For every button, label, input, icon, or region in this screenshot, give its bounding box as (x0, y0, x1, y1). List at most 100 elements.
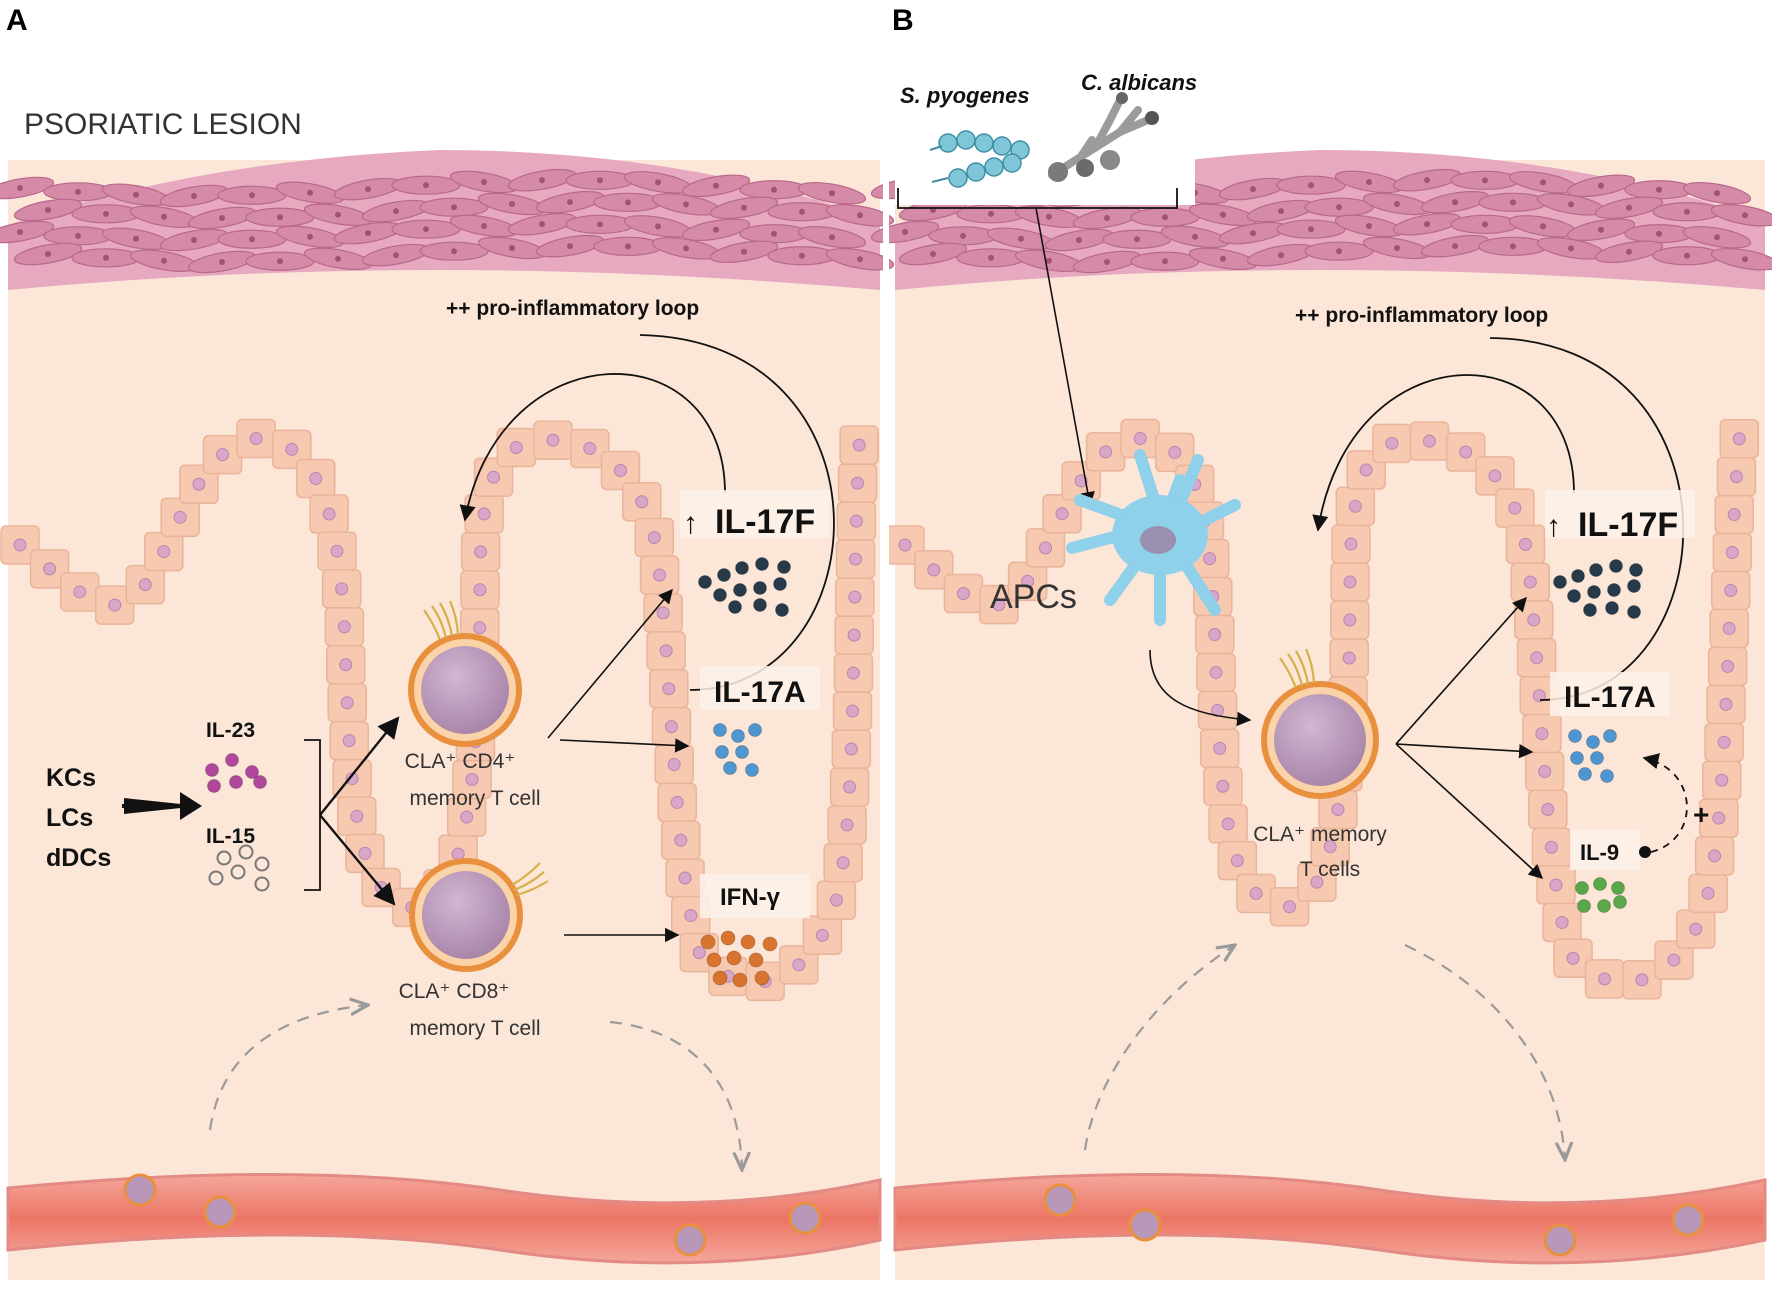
skin-cell-nucleus (539, 221, 545, 228)
bacterium (1002, 153, 1022, 173)
skin-cell-nucleus (307, 233, 313, 240)
skin-cell-nucleus (988, 254, 994, 261)
loop-label-a: ++ pro-inflammatory loop (446, 297, 699, 320)
cytokine-dot (698, 575, 712, 589)
skin-cell-nucleus (1162, 258, 1168, 265)
t-cell-icon (788, 1201, 822, 1235)
ifng-label: IFN-γ (720, 884, 781, 911)
cytokine-dot (1575, 881, 1589, 895)
skin-cell-nucleus (45, 207, 51, 213)
keratinocyte-nucleus (1216, 779, 1230, 793)
skin-cell-nucleus (988, 210, 994, 217)
cytokine-dot (208, 870, 224, 886)
skin-cell-nucleus (1278, 252, 1284, 259)
il17f-dots (1553, 559, 1643, 619)
skin-cell-nucleus (451, 248, 457, 255)
keratinocyte-nucleus (509, 441, 523, 455)
skin-cell-nucleus (1192, 233, 1198, 240)
keratinocyte-nucleus (656, 606, 670, 620)
bacteria-tail (929, 145, 949, 183)
bacterium (938, 133, 958, 153)
cytokine-dot (748, 723, 762, 737)
il17f-uparrow: ↑ (683, 507, 698, 540)
keratinocyte-nucleus (1213, 741, 1227, 755)
skin-cell-nucleus (191, 236, 197, 243)
cytokine-dot (1613, 895, 1627, 909)
panel-a: A PSORIATIC LESION ++ pro-inflammatory l… (0, 4, 895, 1280)
keratinocyte-nucleus (138, 578, 152, 592)
keratinocyte-nucleus (844, 742, 858, 756)
cytokine-dot (713, 588, 727, 602)
keratinocyte-nucleus (465, 772, 479, 786)
skin-cell-nucleus (307, 189, 313, 196)
skin-cell-nucleus (1250, 186, 1256, 193)
skin-cell-nucleus (857, 256, 863, 263)
cytokine-dot (1607, 583, 1621, 597)
il15-dots (208, 844, 270, 892)
arrow-to-il17a-b (1395, 743, 1534, 759)
keratinocyte-nucleus (1708, 849, 1722, 863)
keratinocyte-nucleus (664, 720, 678, 734)
cytokine-dot (205, 763, 219, 777)
cytokine-dot (1586, 735, 1600, 749)
keratinocyte-nucleus (1459, 445, 1473, 459)
source-kcs: KCs (46, 764, 96, 792)
skin-cell-nucleus (1510, 243, 1516, 250)
feedback-plus: + (1693, 799, 1709, 830)
keratinocyte-nucleus (1230, 854, 1244, 868)
skin-cell-nucleus (219, 258, 225, 265)
skin-cell-nucleus (597, 177, 603, 184)
keratinocyte-nucleus (1168, 445, 1182, 459)
keratinocyte-nucleus (322, 507, 336, 521)
keratinocyte-nucleus (849, 514, 863, 528)
migration-out-arrow-a (609, 1020, 742, 1170)
skin-cell-nucleus (509, 244, 515, 251)
skin-cell-nucleus (1452, 199, 1458, 206)
keratinocyte-nucleus (1725, 546, 1739, 560)
skin-cell-nucleus (1540, 223, 1546, 230)
skin-cell-nucleus (45, 251, 51, 257)
skin-cell-nucleus (393, 252, 399, 259)
cd4-label-1: CLA⁺ CD4⁺ (405, 750, 516, 773)
keratinocyte-nucleus (815, 928, 829, 942)
panel-title: PSORIATIC LESION (24, 108, 302, 141)
keratinocyte-nucleus (173, 510, 187, 524)
cytokine-dot (1568, 729, 1582, 743)
skin-cell-nucleus (1336, 204, 1342, 211)
apc-icon (1066, 449, 1241, 626)
keratinocyte-nucleus (1555, 915, 1569, 929)
keratinocyte-nucleus (667, 758, 681, 772)
keratinocyte-nucleus (1488, 469, 1502, 483)
bacterium (984, 157, 1004, 177)
il9-label: IL-9 (1580, 840, 1619, 865)
keratinocyte-nucleus (13, 538, 27, 552)
keratinocyte-nucleus (898, 538, 912, 552)
t-cell-icon (409, 858, 549, 972)
keratinocyte-nucleus (216, 448, 230, 462)
rete-ridges (885, 418, 1760, 1000)
arrow-to-cd4 (319, 716, 400, 816)
keratinocyte-nucleus (956, 587, 970, 601)
cytokine-dot (773, 577, 787, 591)
skin-cell-nucleus (683, 245, 689, 252)
t-cell-icon (123, 1173, 157, 1207)
arrow-to-il9 (1395, 743, 1544, 879)
skin-cell-nucleus (1598, 226, 1604, 233)
keratinocyte-nucleus (473, 621, 487, 635)
cytokine-dot (238, 844, 254, 860)
cytokine-dot (1593, 877, 1607, 891)
pathogen-c-albicans: C. albicans (1081, 70, 1197, 95)
cytokine-dot (755, 557, 769, 571)
source-lcs: LCs (46, 804, 93, 832)
keratinocyte-nucleus (1721, 659, 1735, 673)
arrow-to-cd8 (319, 814, 396, 906)
skin-cell-nucleus (1076, 236, 1082, 243)
cytokine-dot (713, 723, 727, 737)
skin-cell-nucleus (713, 182, 719, 189)
skin-cell-nucleus (1714, 190, 1720, 197)
skin-cell-nucleus (1626, 248, 1632, 255)
keratinocyte-nucleus (848, 552, 862, 566)
cytokine-dot (1583, 603, 1597, 617)
skin-cell-nucleus (625, 243, 631, 250)
skin-cell-nucleus (1220, 255, 1226, 262)
